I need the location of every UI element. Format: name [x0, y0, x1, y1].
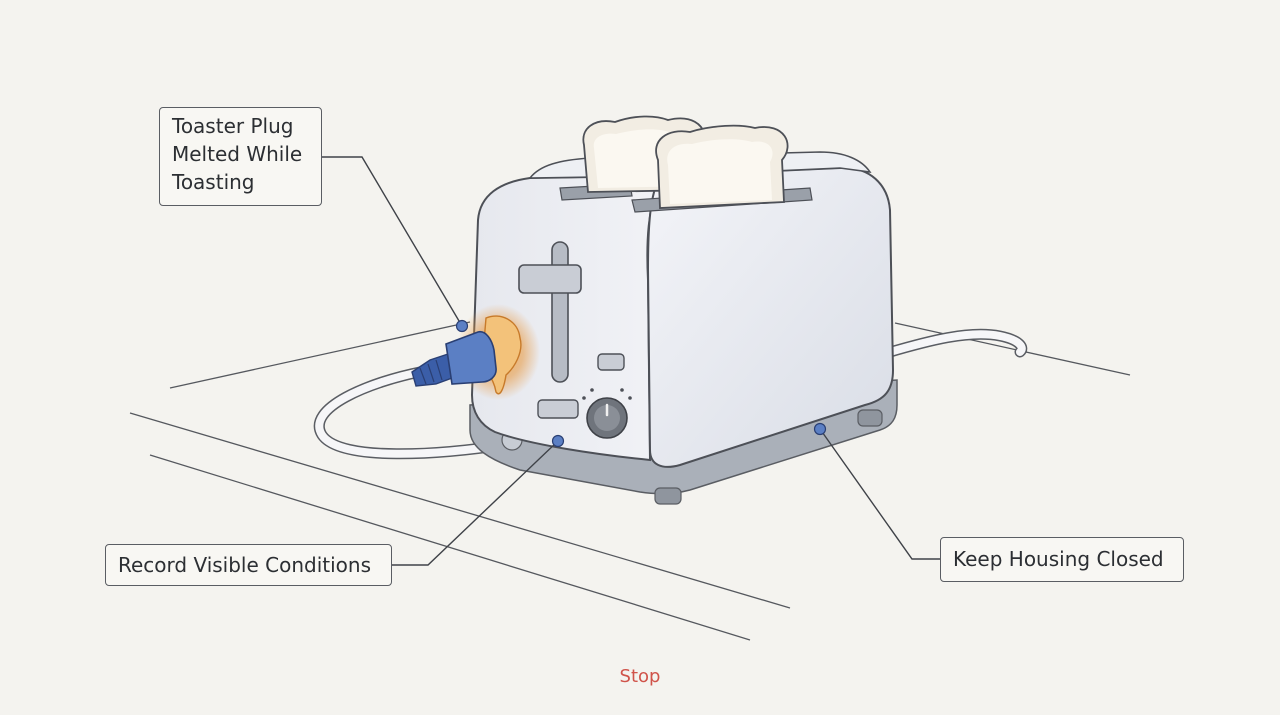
stop-label[interactable]: Stop [619, 666, 661, 687]
bread-slice-icon [582, 115, 789, 209]
callout-keep-housing-closed: Keep Housing Closed [940, 537, 1184, 582]
countertop-lines [129, 321, 1131, 641]
plug-icon [411, 330, 497, 387]
callout-toaster-plug-melted: Toaster Plug Melted While Toasting [159, 107, 322, 206]
leader-lines [322, 156, 940, 566]
cancel-button-graphic [597, 353, 625, 371]
reheat-button-graphic [537, 399, 579, 419]
anchor-dots [455, 319, 827, 448]
dial-icon [582, 388, 632, 439]
callout-record-visible-conditions: Record Visible Conditions [105, 544, 392, 586]
lever-icon [518, 241, 582, 383]
